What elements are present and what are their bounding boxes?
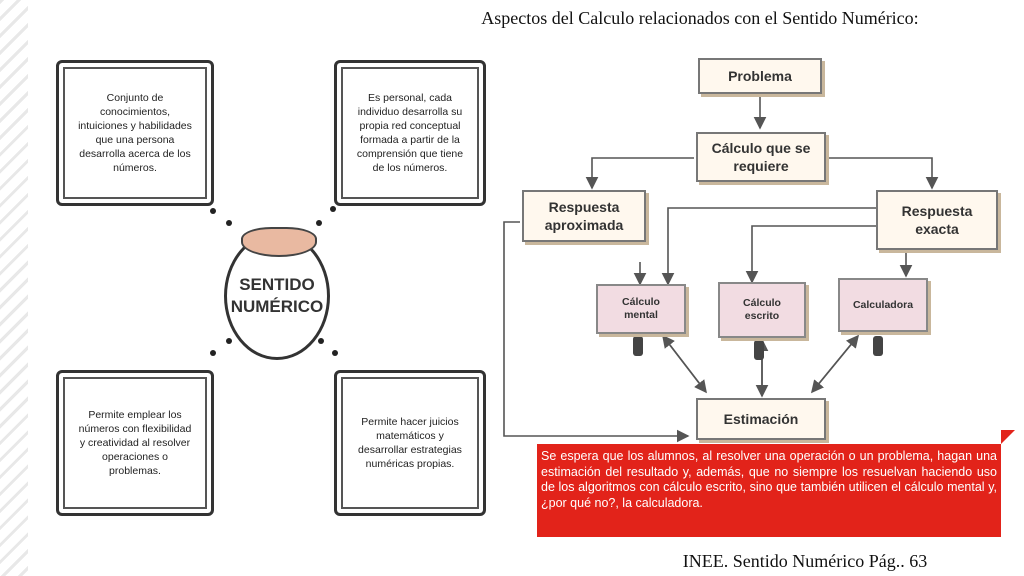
flow-box-mental: Cálculo mental	[596, 284, 686, 334]
connector-dot	[210, 350, 216, 356]
concept-card-1: Conjunto de conocimientos, intuiciones y…	[56, 60, 214, 206]
center-decoration	[241, 227, 317, 257]
connector-dot	[332, 350, 338, 356]
flow-box-aproximada: Respuesta aproximada	[522, 190, 646, 242]
connector-dot	[226, 338, 232, 344]
connector-dot	[210, 208, 216, 214]
connector-dot	[318, 338, 324, 344]
flow-label-exacta: Respuesta exacta	[901, 203, 973, 237]
flow-box-exacta: Respuesta exacta	[876, 190, 998, 250]
flow-box-calculo: Cálculo que se requiere	[696, 132, 826, 182]
flow-label-aproximada: Respuesta aproximada	[544, 199, 624, 233]
concept-card-3: Permite emplear los números con flexibil…	[56, 370, 214, 516]
flow-label-problema: Problema	[728, 68, 792, 84]
explanation-note: Se espera que los alumnos, al resolver u…	[537, 444, 1001, 537]
flow-box-escrito: Cálculo escrito	[718, 282, 806, 338]
flow-box-calculadora: Calculadora	[838, 278, 928, 332]
flow-box-estimacion: Estimación	[696, 398, 826, 440]
flow-label-calculadora: Calculadora	[852, 298, 914, 311]
connector-dot	[226, 220, 232, 226]
connector-dot	[316, 220, 322, 226]
center-label-line2: NUMÉRICO	[230, 297, 324, 316]
page-title: Aspectos del Calculo relacionados con el…	[481, 8, 919, 28]
concept-card-1-text: Conjunto de conocimientos, intuiciones y…	[78, 92, 192, 174]
concept-card-4-text: Permite hacer juicios matemáticos y desa…	[358, 416, 462, 470]
flow-label-escrito: Cálculo escrito	[743, 297, 781, 322]
source-citation: INEE. Sentido Numérico Pág.. 63	[682, 551, 928, 571]
concept-card-2: Es personal, cada individuo desarrolla s…	[334, 60, 486, 206]
concept-card-3-text: Permite emplear los números con flexibil…	[78, 409, 192, 477]
concept-card-2-text: Es personal, cada individuo desarrolla s…	[356, 92, 464, 174]
flow-box-problema: Problema	[698, 58, 822, 94]
decorative-stripes	[0, 0, 28, 576]
flow-label-calculo: Cálculo que se requiere	[711, 140, 811, 174]
flow-label-estimacion: Estimación	[723, 411, 799, 427]
concept-card-4: Permite hacer juicios matemáticos y desa…	[334, 370, 486, 516]
mindmap-center: SENTIDO NUMÉRICO	[224, 227, 330, 360]
note-tail	[1001, 430, 1015, 444]
flow-label-mental: Cálculo mental	[622, 296, 660, 321]
center-label-line1: SENTIDO	[239, 275, 315, 294]
connector-dot	[330, 206, 336, 212]
